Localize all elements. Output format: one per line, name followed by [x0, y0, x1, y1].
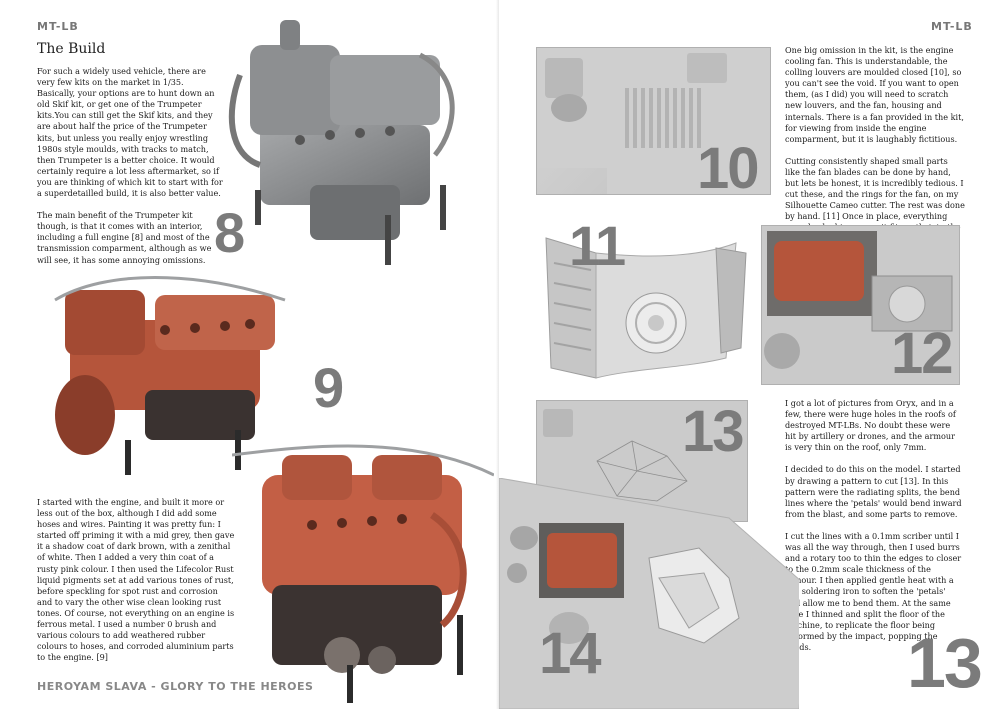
- figure-number-12: 12: [891, 321, 953, 386]
- fan-paragraph-1: One big omission in the kit, is the engi…: [785, 45, 964, 144]
- fan-text-column: One big omission in the kit, is the engi…: [785, 45, 965, 256]
- figure-number-14: 14: [539, 621, 601, 686]
- photo-damaged-hull: [499, 478, 799, 709]
- intro-paragraph-2: The main benefit of the Trumpeter kit th…: [37, 210, 212, 265]
- photo-fan-housing: [536, 218, 751, 388]
- intro-text-column: For such a widely used vehicle, there ar…: [37, 66, 223, 277]
- photo-grey-engine: [220, 15, 470, 270]
- engine-paragraph: I started with the engine, and built it …: [37, 497, 235, 663]
- photo-engine-in-hull: [761, 225, 960, 385]
- figure-number-9: 9: [313, 356, 344, 419]
- figure-number-10: 10: [697, 136, 759, 201]
- engine-text-column: I started with the engine, and built it …: [37, 497, 235, 674]
- page-footer: HEROYAM SLAVA - GLORY TO THE HEROES: [37, 680, 314, 693]
- running-head-right: MT-LB: [931, 20, 973, 33]
- photo-rusty-engine-side: [45, 270, 300, 485]
- roof-paragraph-1: I got a lot of pictures from Oryx, and i…: [785, 398, 956, 453]
- photo-engine-louvers: [536, 47, 771, 195]
- left-page: MT-LB The Build For such a widely used v…: [37, 15, 494, 705]
- figure-number-8: 8: [214, 201, 245, 264]
- roof-paragraph-2: I decided to do this on the model. I sta…: [785, 464, 962, 519]
- right-page: MT-LB 10 One big omission in the kit, is…: [499, 0, 998, 709]
- intro-paragraph-1: For such a widely used vehicle, there ar…: [37, 66, 223, 199]
- photo-rusty-engine-front: [232, 435, 494, 705]
- figure-number-13-large: 13: [907, 624, 983, 702]
- running-head-left: MT-LB: [37, 20, 79, 33]
- section-heading: The Build: [37, 41, 106, 57]
- figure-number-11: 11: [569, 214, 626, 277]
- figure-number-13-small: 13: [682, 399, 744, 464]
